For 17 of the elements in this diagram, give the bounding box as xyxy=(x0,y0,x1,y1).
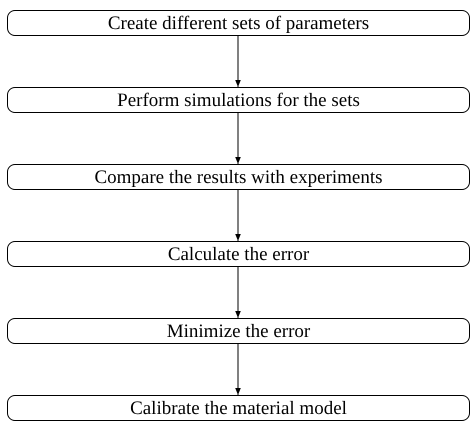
arrow xyxy=(235,36,241,88)
process-box xyxy=(7,10,470,36)
process-box xyxy=(7,318,470,344)
process-box xyxy=(7,395,470,421)
process-box xyxy=(7,241,470,267)
process-box xyxy=(7,87,470,113)
step-text: Create different sets of parameters xyxy=(108,14,370,32)
step-text: Perform simulations for the sets xyxy=(117,90,360,110)
step-text: Calibrate the material model xyxy=(130,398,347,418)
step-text: Minimize the error xyxy=(166,322,310,340)
arrow xyxy=(235,112,241,164)
process-box xyxy=(7,164,470,190)
arrow xyxy=(235,190,241,242)
arrow xyxy=(235,266,241,318)
step-text: Compare the results with experiments xyxy=(94,168,383,186)
arrow xyxy=(235,344,241,396)
step-text: Calculate the error xyxy=(168,244,310,264)
